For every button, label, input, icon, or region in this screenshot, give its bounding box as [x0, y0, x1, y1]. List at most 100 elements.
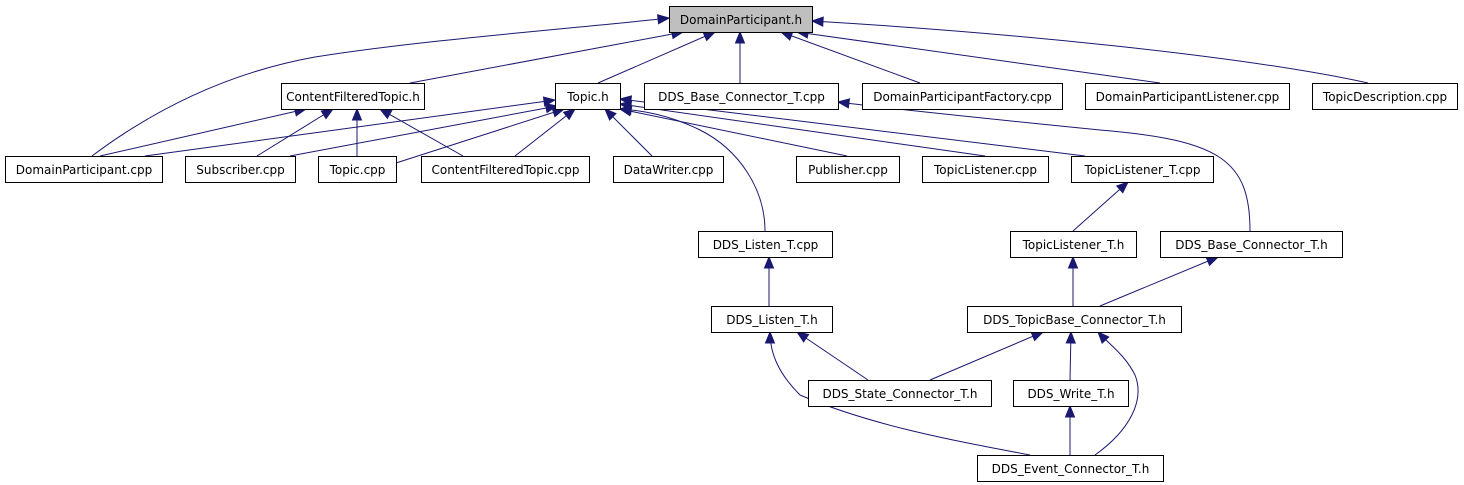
node-dp-cpp[interactable]: DomainParticipant.cpp [5, 156, 163, 183]
node-label: TopicListener_T.h [1022, 238, 1125, 252]
node-label: TopicListener.cpp [933, 163, 1037, 177]
edge-dtbc_h-to-dbc_h-line [1099, 256, 1219, 307]
node-box [421, 156, 590, 183]
node-dlt-cpp[interactable]: DDS_Listen_T.cpp [698, 231, 833, 258]
node-label: ContentFilteredTopic.h [286, 90, 420, 104]
node-box [796, 156, 900, 183]
edge-dsc_h-to-dlt_h-arrowhead [795, 331, 810, 343]
edge-tlt_h-to-tlt_cpp-line [1072, 181, 1129, 232]
edge-dpl_cpp-to-dp_h-line [796, 31, 1161, 84]
node-box [185, 156, 296, 183]
node-label: Topic.h [566, 90, 609, 104]
node-label: DomainParticipantFactory.cpp [873, 90, 1052, 104]
node-pub-cpp[interactable]: Publisher.cpp [796, 156, 900, 183]
edge-dbc_cpp-to-dp_h-arrowhead [734, 30, 746, 44]
edge-dbc_cpp-to-dp_h [734, 30, 746, 83]
node-label: Subscriber.cpp [196, 163, 284, 177]
node-dbc-h[interactable]: DDS_Base_Connector_T.h [1160, 231, 1343, 258]
node-dec-h[interactable]: DDS_Event_Connector_T.h [977, 455, 1164, 482]
node-dtbc-h[interactable]: DDS_TopicBase_Connector_T.h [967, 306, 1182, 333]
node-box [922, 156, 1049, 183]
edge-topic_h-to-dp_h-line [597, 31, 716, 84]
edge-dw_cpp-to-topic_h [604, 108, 653, 157]
node-box [1160, 231, 1343, 258]
node-tlt-h[interactable]: TopicListener_T.h [1010, 231, 1137, 258]
edge-td_cpp-to-dp_h-line [811, 20, 1369, 84]
node-label: DDS_Event_Connector_T.h [992, 462, 1150, 476]
edge-dsc_h-to-dlt_h [795, 331, 869, 381]
node-dbc-cpp[interactable]: DDS_Base_Connector_T.cpp [644, 83, 839, 110]
node-box [698, 231, 833, 258]
node-box [669, 6, 813, 33]
node-label: DDS_Write_T.h [1027, 387, 1114, 401]
edge-topic_cpp-to-cft_h-arrowhead [351, 107, 363, 121]
node-sub-cpp[interactable]: Subscriber.cpp [185, 156, 296, 183]
node-cft-cpp[interactable]: ContentFilteredTopic.cpp [421, 156, 590, 183]
nodes-layer: DomainParticipant.hContentFilteredTopic.… [5, 6, 1458, 482]
node-dpl-cpp[interactable]: DomainParticipantListener.cpp [1085, 83, 1290, 110]
edge-cft_h-to-dp_h-line [409, 31, 684, 84]
edge-dsc_h-to-dlt_h-line [796, 331, 869, 381]
edge-topic_cpp-to-topic_h [395, 107, 566, 164]
node-box [5, 156, 163, 183]
edge-sub_cpp-to-topic_h [289, 102, 559, 157]
node-box [967, 306, 1182, 333]
edge-dlt_h-to-dlt_cpp [763, 255, 775, 306]
edge-dp_cpp-to-dp_h-arrowhead [656, 14, 671, 25]
node-label: DDS_Listen_T.cpp [713, 238, 819, 252]
edge-cft_cpp-to-cft_h-arrowhead [378, 108, 393, 120]
edge-dp_cpp-to-topic_h-line [144, 99, 556, 157]
node-box [555, 83, 621, 110]
edges-layer [91, 14, 1369, 456]
node-dp-h[interactable]: DomainParticipant.h [669, 6, 813, 33]
node-topic-h[interactable]: Topic.h [555, 83, 621, 110]
edge-dtbc_h-to-tlt_h-arrowhead [1067, 255, 1079, 269]
node-label: TopicDescription.cpp [1322, 90, 1447, 104]
edge-dtbc_h-to-dbc_h-arrowhead [1205, 256, 1220, 267]
edge-sub_cpp-to-cft_h-line [256, 108, 334, 157]
edge-topic_h-to-dp_h [597, 31, 717, 84]
node-label: DDS_Base_Connector_T.cpp [658, 90, 825, 104]
edge-dw_cpp-to-topic_h-arrowhead [604, 108, 617, 121]
edge-topic_h-to-dp_h-arrowhead [702, 31, 717, 42]
node-dpf-cpp[interactable]: DomainParticipantFactory.cpp [862, 83, 1063, 110]
node-tlt-cpp[interactable]: TopicListener_T.cpp [1071, 156, 1214, 183]
edge-dsc_h-to-dtbc_h [929, 331, 1045, 381]
node-dw-cpp[interactable]: DataWriter.cpp [613, 156, 724, 183]
node-label: TopicListener_T.cpp [1083, 163, 1200, 177]
node-label: Publisher.cpp [808, 163, 888, 177]
node-dsc-h[interactable]: DDS_State_Connector_T.h [808, 380, 992, 407]
edge-dp_cpp-to-dp_h [91, 14, 671, 157]
edge-dec_h-to-dlt_h-line [769, 331, 1031, 456]
node-dlt-h[interactable]: DDS_Listen_T.h [711, 306, 833, 333]
edge-dec_h-to-dlt_h [764, 330, 1031, 456]
node-topic-cpp[interactable]: Topic.cpp [318, 156, 397, 183]
edge-td_cpp-to-dp_h [810, 16, 1369, 84]
edge-dec_h-to-dlt_h-arrowhead [764, 330, 776, 344]
edge-dlt_h-to-dlt_cpp-arrowhead [763, 255, 775, 269]
node-td-cpp[interactable]: TopicDescription.cpp [1312, 83, 1458, 110]
node-label: ContentFilteredTopic.cpp [431, 163, 579, 177]
edge-dec_h-to-dtbc_h-arrowhead [1097, 331, 1110, 345]
edge-tlt_cpp-to-topic_h-arrowhead [618, 95, 633, 106]
edge-dp_cpp-to-dp_h-line [91, 17, 670, 157]
edge-sub_cpp-to-cft_h-arrowhead [320, 108, 335, 120]
node-dwt-h[interactable]: DDS_Write_T.h [1013, 380, 1129, 407]
node-box [1010, 231, 1137, 258]
edge-dec_h-to-dwt_h-arrowhead [1064, 404, 1076, 418]
node-box [862, 83, 1063, 110]
node-label: Topic.cpp [329, 163, 386, 177]
node-box [644, 83, 839, 110]
node-box [1085, 83, 1290, 110]
edge-dp_cpp-to-cft_h-line [99, 108, 307, 157]
node-tl-cpp[interactable]: TopicListener.cpp [922, 156, 1049, 183]
edge-dp_cpp-to-cft_h [99, 106, 308, 157]
edge-dpf_cpp-to-dp_h [779, 31, 921, 84]
edge-cft_cpp-to-topic_h-line [514, 108, 576, 157]
node-cft-h[interactable]: ContentFilteredTopic.h [281, 83, 425, 110]
edge-tlt_h-to-tlt_cpp [1072, 181, 1129, 232]
edge-dpl_cpp-to-dp_h [795, 28, 1161, 84]
node-label: DataWriter.cpp [624, 163, 714, 177]
edge-tl_cpp-to-topic_h-line [619, 103, 986, 157]
